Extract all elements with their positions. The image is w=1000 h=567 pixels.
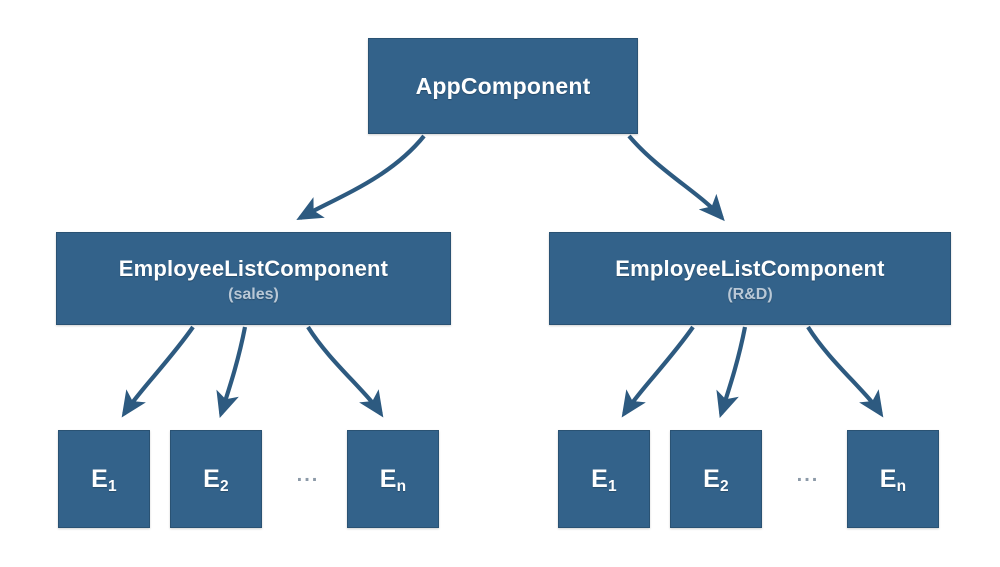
- edge-rnd-to-e2: [716, 326, 748, 419]
- node-employee-left-n-sub: n: [396, 478, 407, 496]
- node-employee-right-1[interactable]: E1: [558, 430, 650, 528]
- edge-app-to-sales: [296, 134, 426, 221]
- node-employee-list-sales-label: EmployeeListComponent: [118, 256, 389, 282]
- node-app-component-label: AppComponent: [415, 72, 591, 99]
- node-employee-right-n-base: E: [879, 464, 897, 493]
- node-employee-left-n-label: En: [379, 464, 407, 496]
- node-employee-left-1[interactable]: E1: [58, 430, 150, 528]
- node-employee-left-2-sub: 2: [220, 478, 229, 496]
- node-employee-right-2-label: E2: [703, 464, 729, 496]
- edge-sales-to-en: [306, 325, 384, 418]
- node-employee-list-sales-subtitle: (sales): [228, 286, 279, 304]
- node-employee-list-component-sales[interactable]: EmployeeListComponent (sales): [56, 232, 451, 325]
- node-employee-left-1-label: E1: [91, 464, 117, 496]
- node-employee-right-1-label: E1: [591, 464, 617, 496]
- edge-rnd-to-en: [806, 325, 884, 418]
- ellipsis-left: ...: [296, 464, 320, 486]
- node-employee-right-1-base: E: [591, 464, 609, 493]
- node-employee-right-2[interactable]: E2: [670, 430, 762, 528]
- edge-app-to-rnd: [627, 134, 725, 222]
- node-employee-left-n-base: E: [379, 464, 397, 493]
- node-employee-list-rnd-subtitle: (R&D): [727, 286, 773, 304]
- edge-sales-to-e2: [216, 326, 248, 419]
- node-app-component[interactable]: AppComponent: [368, 38, 638, 134]
- node-employee-list-component-rnd[interactable]: EmployeeListComponent (R&D): [549, 232, 951, 325]
- node-employee-left-2-label: E2: [203, 464, 229, 496]
- edge-rnd-to-e1: [621, 325, 695, 418]
- node-employee-list-rnd-label: EmployeeListComponent: [615, 256, 885, 282]
- node-employee-left-2[interactable]: E2: [170, 430, 262, 528]
- node-employee-right-2-base: E: [703, 464, 721, 493]
- ellipsis-right: ...: [796, 464, 820, 486]
- node-employee-left-n[interactable]: En: [347, 430, 439, 528]
- node-employee-right-2-sub: 2: [720, 478, 729, 496]
- node-employee-right-n-sub: n: [896, 478, 907, 496]
- node-employee-left-1-base: E: [91, 464, 109, 493]
- edge-sales-to-e1: [121, 325, 195, 418]
- node-employee-right-n[interactable]: En: [847, 430, 939, 528]
- node-employee-left-2-base: E: [203, 464, 221, 493]
- node-employee-left-1-sub: 1: [108, 478, 117, 496]
- node-employee-right-n-label: En: [879, 464, 907, 496]
- node-employee-right-1-sub: 1: [608, 478, 617, 496]
